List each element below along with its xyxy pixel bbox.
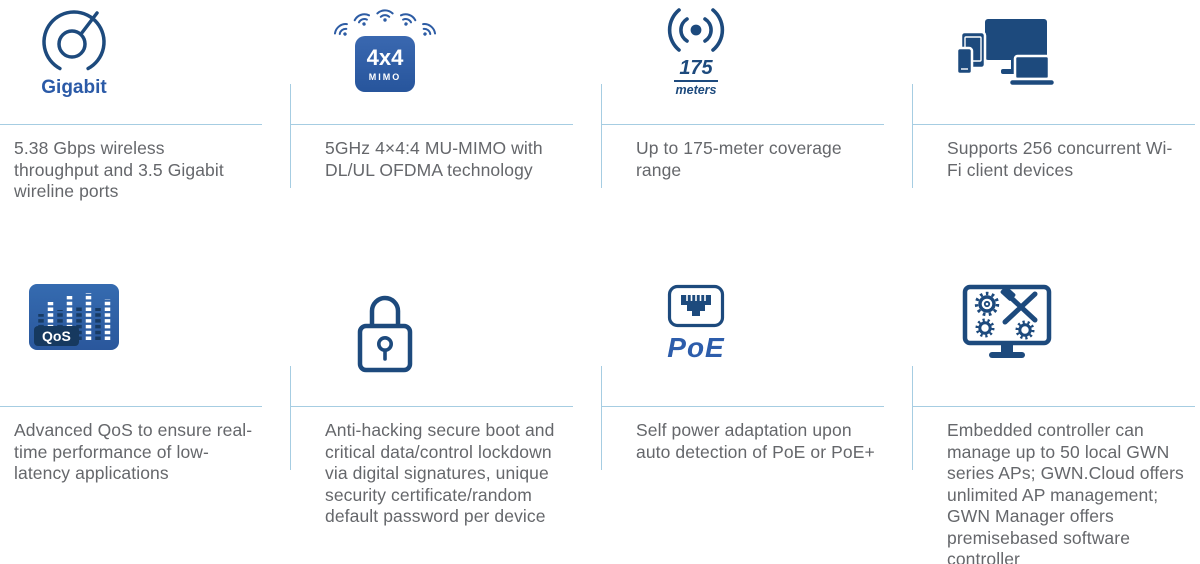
- feature-description: Anti-hacking secure boot and critical da…: [325, 420, 555, 526]
- divider-vertical-line: [290, 84, 291, 188]
- feature-description: 5.38 Gbps wireless throughput and 3.5 Gi…: [14, 138, 224, 201]
- divider-horizontal-line: [912, 124, 1195, 125]
- feature-cell-qos: QoS Advanced QoS to ensure real-time per…: [0, 282, 290, 564]
- feature-cell-mimo: 4x4 MIMO 5GHz 4×4:4 MU-MIMO with DL/UL O…: [290, 0, 601, 282]
- coverage-175-label: 175: [679, 57, 713, 79]
- gigabit-icon-box: Gigabit: [14, 4, 134, 99]
- feature-description: Supports 256 concurrent Wi-Fi client dev…: [947, 138, 1173, 180]
- divider-horizontal-line: [912, 406, 1195, 407]
- coverage-meters-label: meters: [675, 82, 717, 97]
- divider-vertical-line: [912, 84, 913, 188]
- gigabit-label: Gigabit: [41, 77, 107, 98]
- coverage-label-rule: [674, 80, 718, 82]
- feature-description: 5GHz 4×4:4 MU-MIMO with DL/UL OFDMA tech…: [325, 138, 543, 180]
- wifi-signals-icon: [333, 9, 437, 40]
- feature-description: Embedded controller can manage up to 50 …: [947, 420, 1184, 564]
- feature-cell-controller: Embedded controller can manage up to 50 …: [912, 282, 1200, 564]
- qos-equalizer-icon: QoS: [29, 284, 119, 350]
- security-icon-box: [325, 284, 445, 376]
- controller-icon-box: [947, 284, 1067, 372]
- poe-label: PoE: [667, 332, 725, 363]
- feature-cell-clients: Supports 256 concurrent Wi-Fi client dev…: [912, 0, 1200, 282]
- client-devices-icon: [955, 19, 1057, 88]
- divider-vertical-line: [601, 366, 602, 470]
- feature-cell-coverage: 175 meters Up to 175-meter coverage rang…: [601, 0, 912, 282]
- ethernet-port-icon: [667, 284, 725, 328]
- coverage-distance-label: 175 meters: [674, 58, 718, 97]
- mimo-mimo-label: MIMO: [368, 71, 402, 82]
- coverage-icon-box: 175 meters: [636, 4, 756, 97]
- coverage-signal-icon: [667, 8, 725, 52]
- feature-description: Advanced QoS to ensure real-time perform…: [14, 420, 253, 483]
- speedometer-icon: [42, 10, 106, 71]
- qos-label: QoS: [34, 326, 79, 346]
- mimo-icon-box: 4x4 MIMO: [325, 2, 445, 92]
- mimo-4x4-badge: 4x4 MIMO: [355, 36, 415, 92]
- padlock-icon: [357, 295, 413, 373]
- divider-vertical-line: [912, 366, 913, 470]
- feature-description: Self power adaptation upon auto detectio…: [636, 420, 875, 462]
- divider-horizontal-line: [601, 124, 884, 125]
- divider-horizontal-line: [601, 406, 884, 407]
- clients-icon-box: [947, 16, 1067, 90]
- feature-cell-gigabit: Gigabit 5.38 Gbps wireless throughput an…: [0, 0, 290, 282]
- feature-description: Up to 175-meter coverage range: [636, 138, 842, 180]
- embedded-controller-icon: [962, 284, 1052, 358]
- feature-cell-poe: PoE Self power adaptation upon auto dete…: [601, 282, 912, 564]
- divider-vertical-line: [290, 366, 291, 470]
- divider-horizontal-line: [290, 406, 573, 407]
- qos-icon-box: QoS: [14, 284, 134, 350]
- poe-icon-box: PoE: [636, 284, 756, 364]
- mimo-4x4-label: 4x4: [366, 44, 404, 70]
- divider-vertical-line: [601, 84, 602, 188]
- divider-horizontal-line: [0, 406, 262, 407]
- feature-cell-security: Anti-hacking secure boot and critical da…: [290, 282, 601, 564]
- divider-horizontal-line: [0, 124, 262, 125]
- divider-horizontal-line: [290, 124, 573, 125]
